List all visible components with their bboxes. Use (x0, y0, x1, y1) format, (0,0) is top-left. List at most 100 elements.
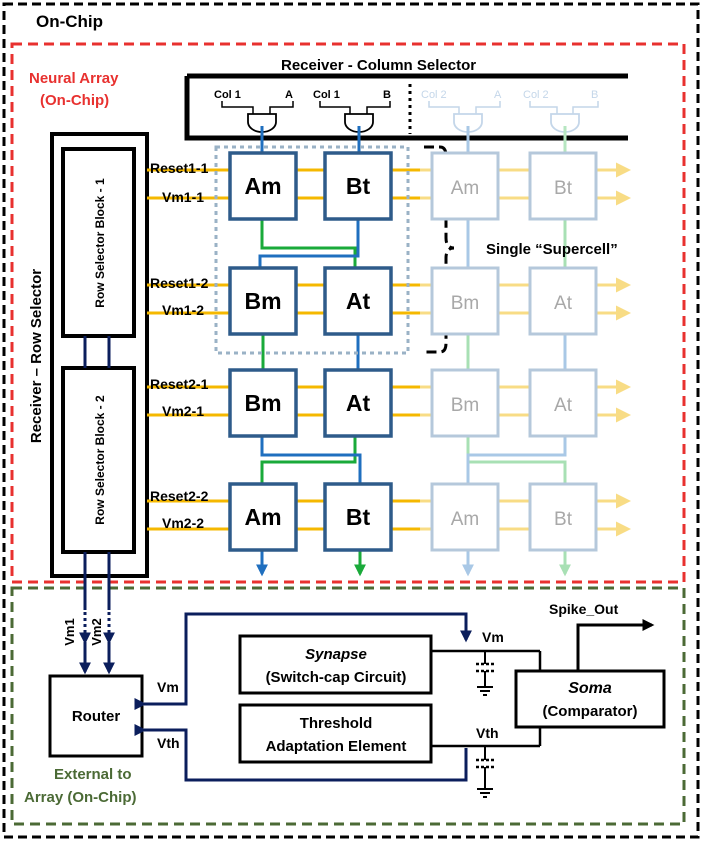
row-selector-frame (50, 132, 149, 578)
router-label: Router (72, 708, 120, 725)
column-line-green (260, 436, 357, 484)
neuron-cell-bt: Bt (528, 151, 598, 221)
gate-col-label: Col 2 (523, 89, 549, 101)
column-selector-bar (184, 73, 628, 141)
cell-label: Am (244, 504, 281, 530)
threshold-title: Threshold (300, 715, 373, 732)
external-title: External to (54, 766, 132, 783)
neuron-cell-at: At (323, 368, 393, 438)
cell-label: Bt (554, 178, 573, 199)
neural-array-title: Neural Array (29, 70, 119, 87)
neural-array-border (10, 42, 686, 584)
row-selector-block-2 (61, 366, 136, 554)
soma-box (514, 669, 666, 729)
cell-label: Bt (554, 509, 573, 530)
vm-links (79, 552, 115, 675)
row-selector-title: Receiver – Row Selector (28, 269, 45, 443)
and-gate-col2-a: Col 2 A (421, 89, 502, 133)
cell-label: Bm (451, 293, 480, 314)
neuron-cell-at: At (323, 266, 393, 336)
reset-label: Reset2-1 (150, 376, 209, 392)
router-box (48, 674, 144, 758)
column-lines (256, 126, 571, 577)
vm-label: Vm2-2 (162, 515, 204, 531)
gate-sel-label: A (285, 89, 293, 101)
cell-label: At (346, 390, 371, 416)
synapse-subtitle: (Switch-cap Circuit) (266, 669, 407, 686)
cell-label: Bm (451, 395, 480, 416)
neuron-cell-am: Am (228, 482, 298, 552)
vm-label: Vm1-1 (162, 189, 204, 205)
row-selector-block-1 (61, 147, 136, 338)
cell-label: Am (451, 509, 480, 530)
neural-array-subtitle: (On-Chip) (40, 92, 109, 109)
column-line-blue (258, 219, 360, 268)
cell-label: Bm (244, 390, 281, 416)
neuron-cell-bm: Bm (228, 368, 298, 438)
vm-wire (134, 612, 472, 710)
neuron-cell-bt: Bt (323, 151, 393, 221)
vth-capacitor-icon (476, 746, 494, 798)
gate-col-label: Col 1 (214, 89, 241, 101)
gate-sel-label: A (494, 89, 502, 101)
synapse-box (238, 634, 433, 695)
vm1-label: Vm1 (62, 618, 77, 645)
cell-label: At (554, 395, 573, 416)
cell-label: At (554, 293, 573, 314)
vm-capacitor-icon (476, 651, 494, 696)
vth-wire-label: Vth (157, 735, 180, 751)
cell-label: Am (451, 178, 480, 199)
column-line-green (260, 219, 357, 268)
neuron-cell-bt: Bt (528, 482, 598, 552)
and-gate-col1-a: Col 1 A (214, 89, 294, 133)
soma-subtitle: (Comparator) (542, 703, 637, 720)
spike-out-label: Spike_Out (549, 601, 619, 617)
column-line-blue (260, 436, 362, 484)
external-subtitle: Array (On-Chip) (24, 789, 137, 806)
cell-label: Bm (244, 288, 281, 314)
neuron-cell-am: Am (228, 151, 298, 221)
column-line-faded (466, 436, 567, 484)
cell-label: Am (244, 173, 281, 199)
cell-label: At (346, 288, 371, 314)
vm-label: Vm1-2 (162, 302, 204, 318)
gate-sel-label: B (591, 89, 598, 101)
row-lines (147, 162, 631, 537)
row-labels: Reset1-1 Vm1-1 Reset1-2 Vm1-2 Reset2-1 V… (150, 160, 209, 531)
supercell-label: Single “Supercell” (486, 241, 618, 258)
soma-title: Soma (568, 680, 612, 697)
vth-wire (134, 724, 468, 782)
neuron-cell-am: Am (430, 482, 500, 552)
vm-label: Vm2-1 (162, 403, 204, 419)
threshold-box (238, 703, 433, 764)
reset-label: Reset1-2 (150, 275, 209, 291)
neuron-cell-at: At (528, 368, 598, 438)
column-line-faded (466, 436, 567, 484)
supercell-bracket (424, 145, 455, 354)
row-selector-block-2-label: Row Selector Block - 2 (93, 395, 107, 525)
cell-label: Bt (346, 504, 371, 530)
threshold-subtitle: Adaptation Element (266, 738, 407, 755)
column-selector-title: Receiver - Column Selector (281, 57, 476, 74)
neuron-cell-am: Am (430, 151, 500, 221)
reset-label: Reset1-1 (150, 160, 209, 176)
gate-col-label: Col 2 (421, 89, 447, 101)
vm-wire-label: Vm (157, 679, 179, 695)
and-gate-col1-b: Col 1 B (313, 89, 391, 133)
neuron-cell-bm: Bm (430, 266, 500, 336)
supercell-box (214, 145, 410, 355)
neuron-cell-at: At (528, 266, 598, 336)
spike-out-arrow (576, 619, 655, 671)
row-selector-block-1-label: Row Selector Block - 1 (93, 178, 107, 308)
vm2-label: Vm2 (89, 618, 104, 645)
external-border (10, 586, 686, 826)
neuron-cell-bm: Bm (228, 266, 298, 336)
reset-label: Reset2-2 (150, 488, 209, 504)
and-gate-col2-b: Col 2 B (523, 89, 599, 133)
cell-label: Bt (346, 173, 371, 199)
synapse-title: Synapse (305, 646, 367, 663)
vth-node-label: Vth (476, 725, 499, 741)
